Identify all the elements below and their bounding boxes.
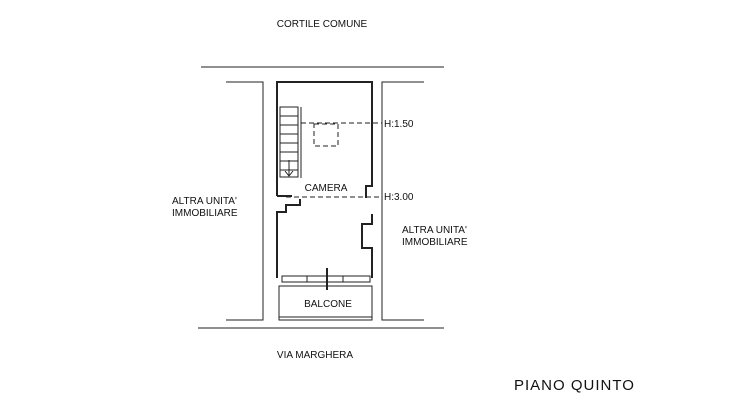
room-label-camera: CAMERA xyxy=(305,183,348,194)
right-unit-label-line1: ALTRA UNITA' xyxy=(402,225,467,236)
room-label-balcone: BALCONE xyxy=(304,299,352,310)
left-neighbour-wall xyxy=(226,81,264,321)
balcony-window xyxy=(281,268,371,290)
street-label: VIA MARGHERA xyxy=(277,350,353,361)
skylight-dashed xyxy=(313,123,339,147)
balcony-outline xyxy=(278,285,373,321)
left-unit-label-line2: IMMOBILIARE xyxy=(172,208,238,219)
floor-title: PIANO QUINTO xyxy=(514,377,635,394)
left-unit-label-line1: ALTRA UNITA' xyxy=(172,196,237,207)
height-mark-upper: H:1.50 xyxy=(384,119,414,130)
apartment-wall-upper-left xyxy=(276,81,373,198)
courtyard-label: CORTILE COMUNE xyxy=(277,19,368,30)
staircase-outline xyxy=(279,106,299,178)
height-mark-lower: H:3.00 xyxy=(384,192,414,203)
right-neighbour-wall xyxy=(381,81,424,321)
stair-direction-arrow-icon xyxy=(284,160,294,177)
apartment-wall-lower-right xyxy=(361,214,373,278)
right-unit-label-line2: IMMOBILIARE xyxy=(402,237,468,248)
apartment-wall-lower-left xyxy=(276,199,301,278)
